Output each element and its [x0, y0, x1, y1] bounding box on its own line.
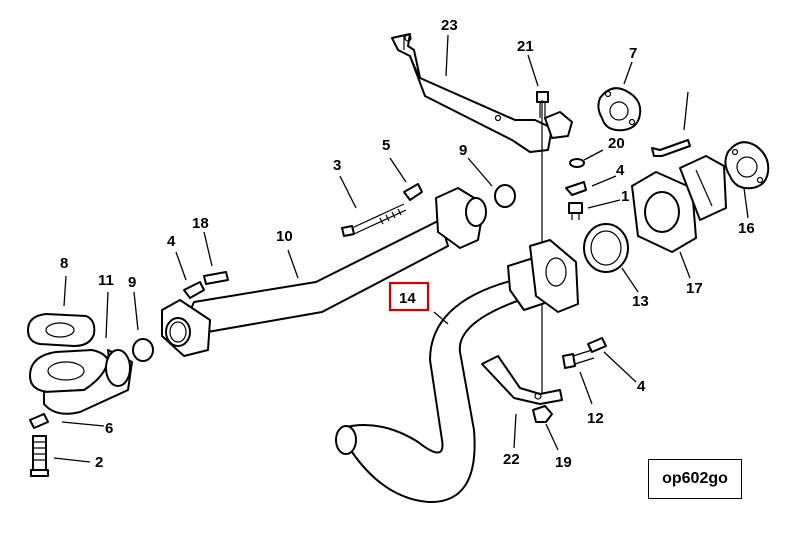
callout-21: 21	[517, 38, 534, 55]
callout-7: 7	[629, 45, 637, 62]
callout-1: 1	[621, 188, 629, 205]
part-8-gasket	[27, 313, 96, 347]
part-5-lock-washer	[403, 183, 423, 201]
part-9-ring-lower	[132, 338, 154, 362]
callout-3: 3	[333, 157, 341, 174]
callout-12: 12	[587, 410, 604, 427]
callout-8: 8	[60, 255, 68, 272]
leader-lines	[53, 34, 749, 463]
callout-4-right: 4	[637, 378, 646, 395]
part-12-bolt	[562, 349, 595, 369]
part-18-stud	[203, 271, 229, 285]
callout-10: 10	[276, 228, 293, 245]
part-6-lock-washer	[29, 413, 49, 429]
part-20-washer	[569, 158, 585, 168]
part-17-adapter	[631, 155, 727, 253]
callout-13: 13	[632, 293, 649, 310]
part-11-elbow	[29, 349, 133, 415]
part-13-gasket-ring	[583, 223, 629, 273]
part-15-bolt	[651, 139, 691, 157]
callout-9-lower: 9	[128, 274, 136, 291]
callout-16: 16	[738, 220, 755, 237]
part-9-ring-upper	[494, 184, 516, 208]
part-3-bolt	[341, 203, 407, 237]
callout-4-upper: 4	[616, 162, 625, 179]
part-4-lock-washer-upper	[565, 181, 587, 196]
part-14-exhaust-pipe	[335, 239, 579, 504]
callout-11: 11	[98, 272, 114, 289]
callout-2: 2	[95, 454, 103, 471]
part-16-gasket	[724, 141, 770, 190]
callout-20: 20	[608, 135, 625, 152]
callout-22: 22	[503, 451, 520, 468]
callout-14-highlight-box	[388, 281, 430, 312]
callout-5: 5	[382, 137, 390, 154]
part-4-lock-washer-right	[587, 337, 607, 353]
callout-18: 18	[192, 215, 209, 232]
callout-labels: 23 21 7 20 4 1 16 17 13 9 5 3 10 18 4 8 …	[60, 17, 755, 471]
callout-9-upper: 9	[459, 142, 467, 159]
part-1-bolt	[568, 202, 583, 220]
callout-19: 19	[555, 454, 572, 471]
callout-17: 17	[686, 280, 703, 297]
diagram-reference-code: op602go	[648, 459, 742, 499]
part-2-bolt	[30, 435, 49, 477]
part-19-nut	[532, 405, 553, 423]
callout-6: 6	[105, 420, 113, 437]
callout-4-left: 4	[167, 233, 176, 250]
part-22-clamp	[481, 355, 563, 405]
part-4-lock-washer-left	[183, 281, 205, 299]
part-7-gasket	[597, 87, 642, 132]
part-10-front-pipe	[161, 187, 487, 357]
callout-23: 23	[441, 17, 458, 34]
part-23-bracket	[391, 33, 573, 153]
callout-14: 14	[399, 290, 416, 307]
